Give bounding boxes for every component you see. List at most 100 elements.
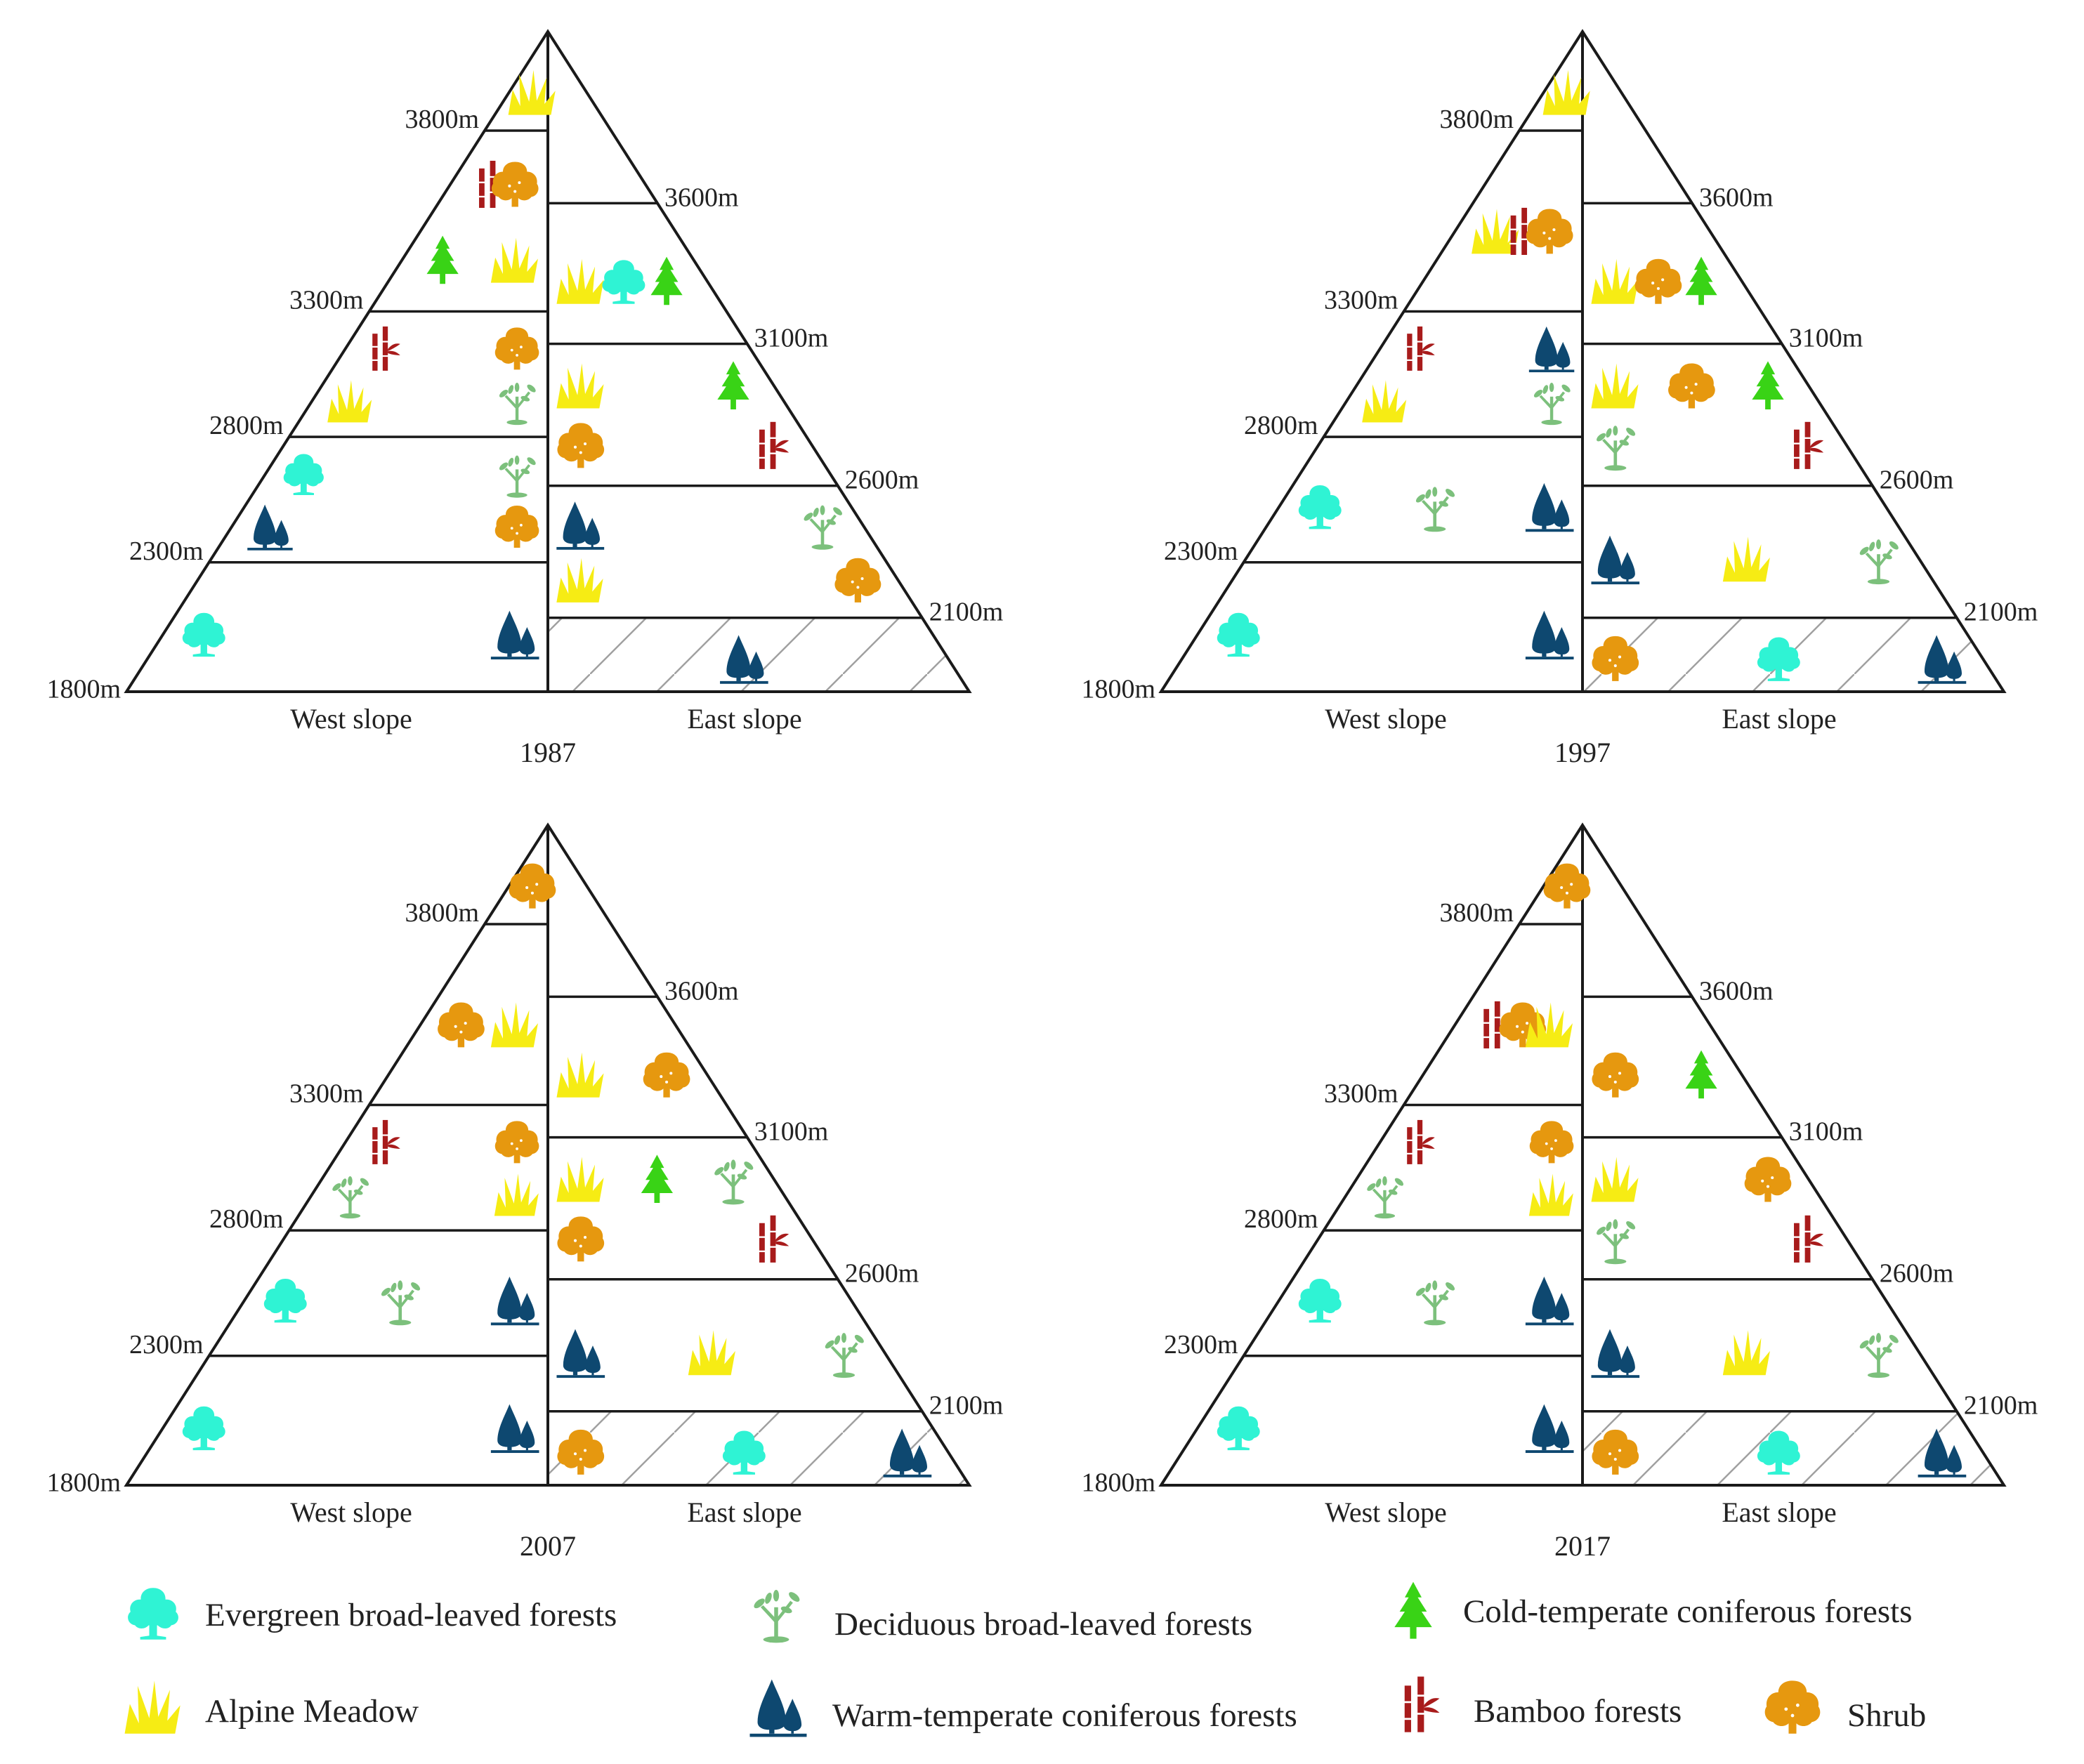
panels: 1800m 2300m 2800m 3300m 3800m 2100m 2600m 3100m… — [46, 29, 2038, 1562]
cold-conifer-tree-icon — [1394, 1581, 1432, 1639]
east-elevation-label: 3600m — [1699, 976, 1774, 1006]
warm-conifer-trees-icon — [1525, 1276, 1574, 1326]
shrub-icon — [834, 558, 882, 603]
east-elevation-label: 2100m — [929, 598, 1004, 627]
west-elevation-label: 2800m — [209, 1204, 284, 1234]
shrub-icon — [494, 505, 539, 548]
west-elevation-label: 3800m — [1439, 105, 1514, 134]
west-elevation-label: 2300m — [1164, 1330, 1238, 1360]
east-slope-label: East slope — [1722, 1496, 1836, 1528]
warm-conifer-trees-icon — [749, 1679, 807, 1737]
alpine-meadow-grass-icon — [556, 363, 604, 409]
warm-conifer-trees-icon — [1528, 326, 1575, 373]
legend-item: Alpine Meadow — [124, 1680, 419, 1734]
alpine-meadow-grass-icon — [494, 1173, 539, 1216]
west-elevation-label: 3300m — [289, 286, 364, 315]
legend-item: Deciduous broad-leaved forests — [752, 1589, 1252, 1643]
bamboo-icon — [758, 1215, 789, 1263]
east-elevation-label: 2100m — [929, 1391, 1004, 1421]
deciduous-sapling-icon — [379, 1280, 422, 1326]
west-elevation-label: 2800m — [209, 411, 284, 440]
warm-conifer-trees-icon — [1525, 1404, 1574, 1454]
legend-label: Warm-temperate coniferous forests — [832, 1697, 1297, 1734]
west-elevation-label: 3800m — [1439, 898, 1514, 928]
west-elevation-label: 3800m — [405, 105, 479, 134]
alpine-meadow-grass-icon — [1591, 1157, 1639, 1202]
shrub-icon — [494, 1121, 539, 1164]
west-elevation-label: 1800m — [1081, 1468, 1155, 1498]
west-elevation-label: 3800m — [405, 898, 479, 928]
shrub-icon — [1592, 1052, 1639, 1098]
west-elevation-label: 2800m — [1244, 1204, 1318, 1234]
deciduous-sapling-icon — [1595, 426, 1637, 471]
east-unvegetated-zone — [548, 617, 969, 692]
evergreen-broadleaf-tree-icon — [1217, 1406, 1260, 1451]
panel-year-label: 2017 — [1554, 1530, 1611, 1562]
deciduous-sapling-icon — [331, 1176, 370, 1219]
east-elevation-label: 3600m — [664, 183, 739, 212]
legend-label: Cold-temperate coniferous forests — [1463, 1593, 1913, 1630]
alpine-meadow-grass-icon — [1722, 1330, 1770, 1376]
west-elevation-label: 1800m — [46, 675, 121, 704]
shrub-icon — [1668, 363, 1715, 409]
legend-item: Bamboo forests — [1403, 1676, 1682, 1732]
legend-item: Warm-temperate coniferous forests — [749, 1679, 1297, 1737]
bamboo-icon — [758, 421, 789, 469]
panel-1997: 1800m2300m2800m3300m3800m2100m2600m3100m… — [1081, 29, 2038, 768]
panel-2017: 1800m2300m2800m3300m3800m2100m2600m3100m… — [1081, 822, 2038, 1562]
deciduous-sapling-icon — [1414, 487, 1457, 532]
deciduous-sapling-icon — [713, 1159, 755, 1205]
west-slope-label: West slope — [1325, 1496, 1446, 1528]
east-elevation-label: 2600m — [845, 466, 919, 495]
shrub-icon — [643, 1052, 690, 1098]
evergreen-broadleaf-tree-icon — [1298, 485, 1342, 529]
alpine-meadow-grass-icon — [1591, 258, 1639, 304]
shrub-icon — [1526, 209, 1573, 254]
alpine-meadow-grass-icon — [688, 1330, 735, 1376]
east-slope-label: East slope — [687, 1496, 801, 1528]
alpine-meadow-grass-icon — [556, 1052, 604, 1098]
warm-conifer-trees-icon — [1591, 1329, 1640, 1378]
east-elevation-label: 3100m — [1789, 1117, 1863, 1147]
deciduous-sapling-icon — [1365, 1176, 1405, 1219]
west-elevation-label: 2300m — [1164, 537, 1238, 566]
cold-conifer-tree-icon — [1685, 256, 1717, 305]
shrub-icon — [491, 162, 539, 207]
evergreen-broadleaf-tree-icon — [602, 260, 645, 304]
alpine-meadow-grass-icon — [490, 1002, 538, 1048]
east-elevation-label: 2100m — [1964, 598, 2038, 627]
deciduous-sapling-icon — [498, 455, 537, 498]
evergreen-broadleaf-tree-icon — [263, 1278, 307, 1323]
east-elevation-label: 3600m — [664, 976, 739, 1006]
cold-conifer-tree-icon — [650, 256, 683, 305]
bamboo-icon — [371, 326, 400, 371]
alpine-meadow-grass-icon — [1528, 1173, 1573, 1216]
legend-label: Shrub — [1847, 1697, 1926, 1734]
legend: Evergreen broad-leaved forests Deciduous … — [124, 1581, 1926, 1737]
evergreen-broadleaf-tree-icon — [182, 1406, 225, 1451]
shrub-icon — [557, 1216, 605, 1262]
bamboo-icon — [1405, 1119, 1435, 1164]
shrub-icon — [557, 423, 605, 468]
west-elevation-label: 3300m — [289, 1079, 364, 1109]
cold-conifer-tree-icon — [641, 1154, 674, 1204]
panel-1987: 1800m2300m2800m3300m3800m2100m2600m3100m… — [46, 29, 1004, 768]
east-elevation-label: 2600m — [1880, 466, 1954, 495]
deciduous-sapling-icon — [1595, 1219, 1637, 1265]
bamboo-icon — [1793, 421, 1824, 469]
legend-item: Shrub — [1764, 1680, 1926, 1734]
legend-label: Evergreen broad-leaved forests — [205, 1597, 617, 1633]
deciduous-sapling-icon — [1858, 1333, 1900, 1378]
alpine-meadow-grass-icon — [124, 1680, 181, 1734]
east-elevation-label: 3100m — [1789, 324, 1863, 353]
shrub-icon — [1764, 1680, 1821, 1734]
evergreen-broadleaf-tree-icon — [1217, 612, 1260, 657]
warm-conifer-trees-icon — [490, 1276, 539, 1326]
bamboo-icon — [1405, 326, 1435, 371]
shrub-icon — [1529, 1121, 1574, 1164]
alpine-meadow-grass-icon — [556, 258, 604, 304]
alpine-meadow-grass-icon — [1591, 363, 1639, 409]
legend-item: Cold-temperate coniferous forests — [1394, 1581, 1913, 1639]
deciduous-sapling-icon — [802, 505, 844, 550]
